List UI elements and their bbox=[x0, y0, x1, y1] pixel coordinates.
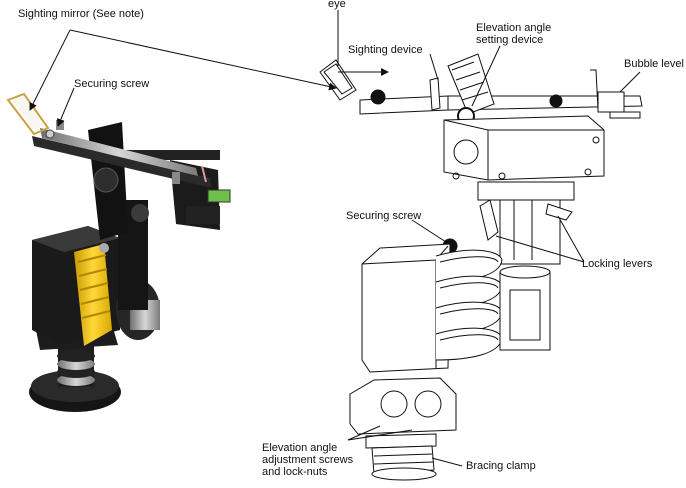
sighting-mirror-drawing bbox=[319, 59, 357, 101]
label-sighting-device: Sighting device bbox=[348, 44, 423, 56]
locking-lever-2 bbox=[545, 203, 573, 221]
photo-device bbox=[6, 92, 231, 412]
label-elev-adjust-line3: and lock-nuts bbox=[262, 466, 328, 478]
drawing-body bbox=[361, 243, 451, 373]
label-locking-levers: Locking levers bbox=[582, 258, 653, 270]
label-elev-adjust-line2: adjustment screws bbox=[262, 454, 354, 466]
bracing-clamp-drawing bbox=[371, 445, 435, 475]
elevation-setting-dial bbox=[447, 53, 495, 115]
label-bubble-level: Bubble level bbox=[624, 58, 684, 70]
leader-lines bbox=[29, 10, 641, 467]
label-elevation-angle-adjustment: Elevation angle adjustment screws and lo… bbox=[262, 442, 362, 478]
label-elevation-setting-line1: Elevation angle bbox=[476, 22, 552, 34]
label-elev-adjust-line1: Elevation angle bbox=[262, 442, 338, 454]
label-securing-screw-left: Securing screw bbox=[74, 78, 150, 90]
label-eye: eye bbox=[328, 0, 346, 10]
label-elevation-setting-line2: setting device bbox=[476, 34, 544, 46]
label-elevation-angle-setting-device: Elevation angle setting device bbox=[476, 22, 576, 46]
top-rail bbox=[40, 128, 198, 176]
label-bracing-clamp: Bracing clamp bbox=[466, 460, 536, 472]
bubble-level-drawing bbox=[597, 91, 625, 113]
line-drawing bbox=[319, 53, 643, 481]
head-block bbox=[443, 115, 605, 181]
bubble-level-photo bbox=[207, 189, 231, 203]
locking-lever-1 bbox=[479, 199, 499, 241]
mirror-frame bbox=[6, 92, 50, 136]
label-securing-screw-right: Securing screw bbox=[346, 210, 422, 222]
label-sighting-mirror: Sighting mirror (See note) bbox=[18, 8, 144, 20]
